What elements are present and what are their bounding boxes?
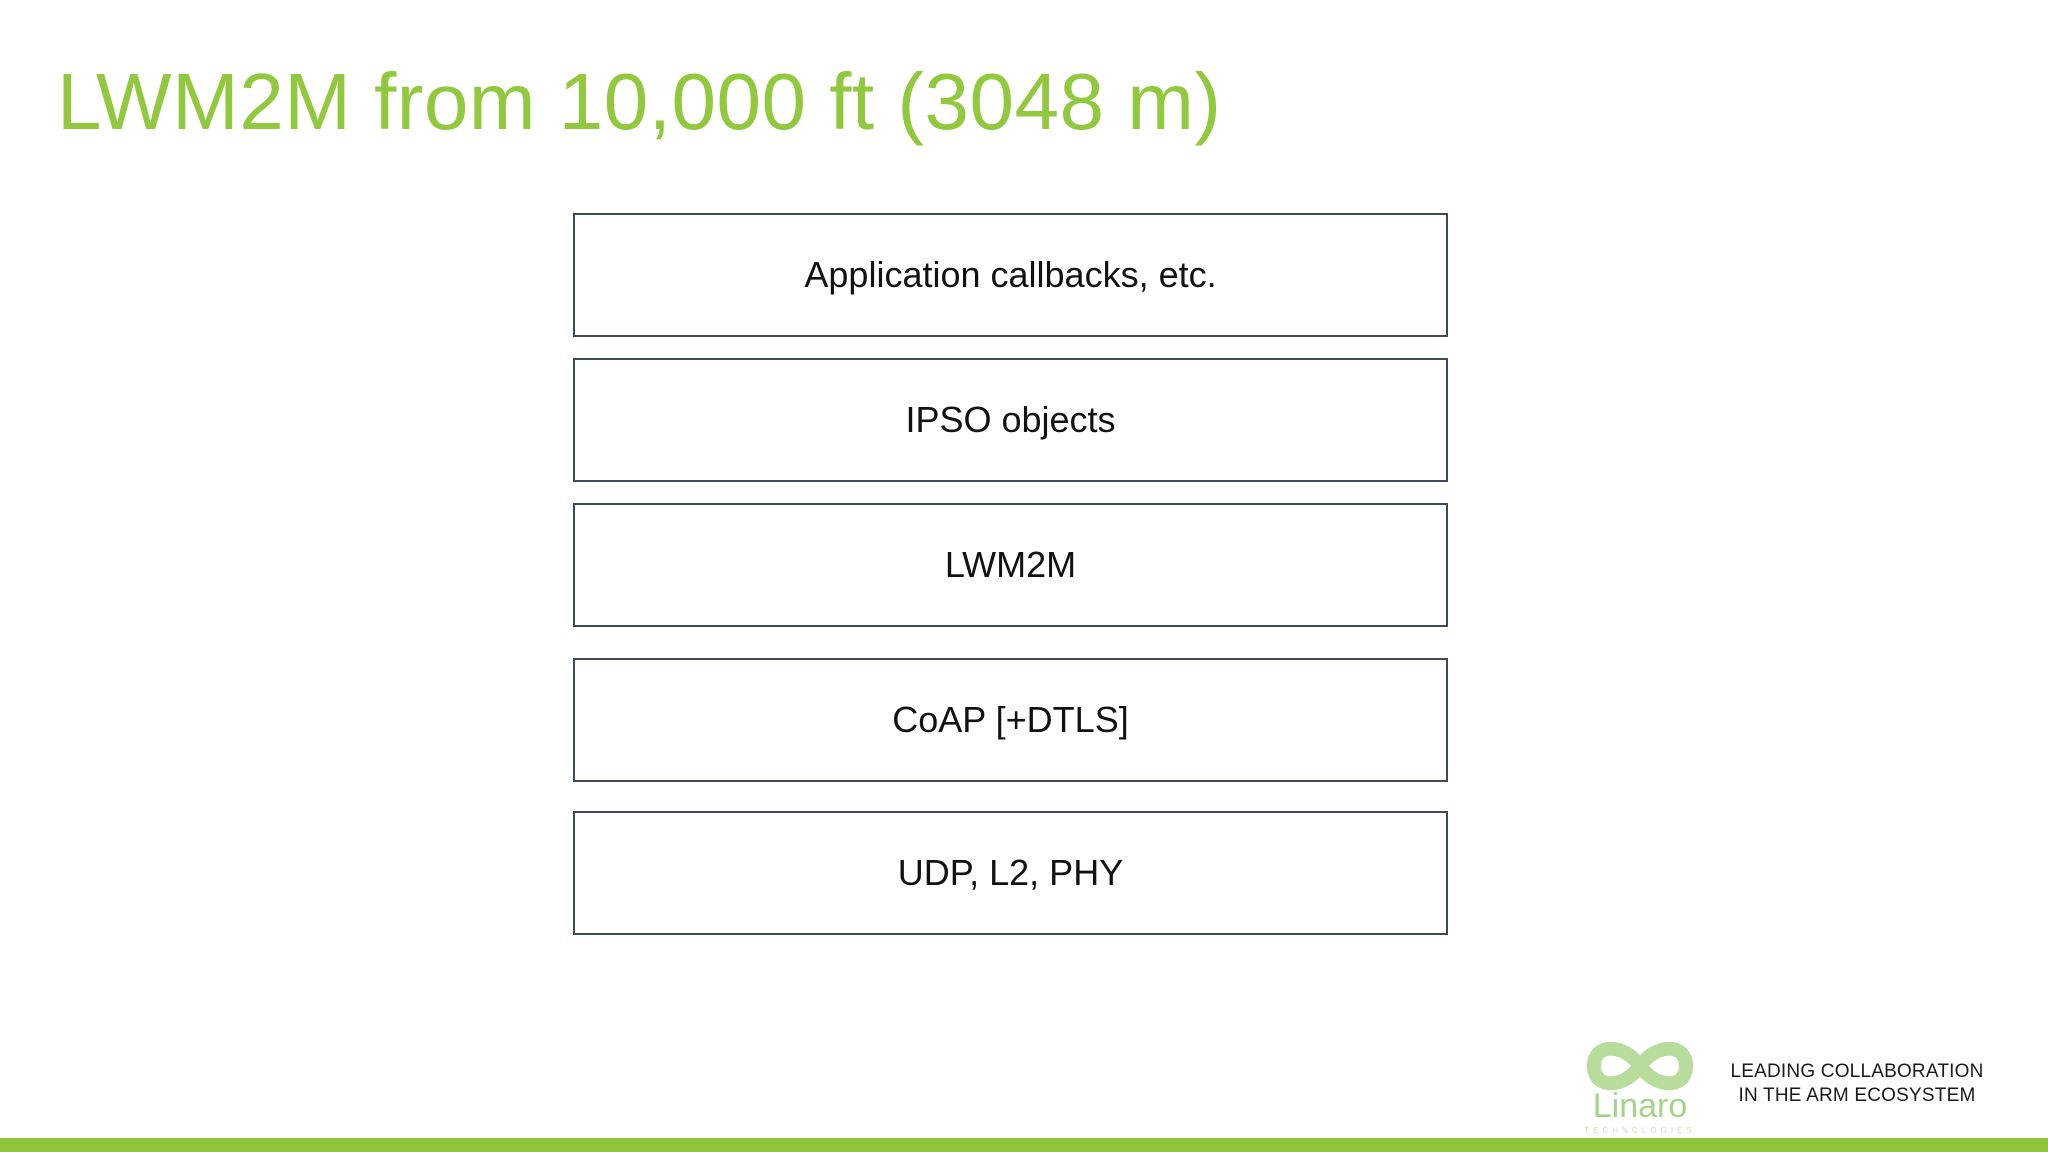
bottom-accent-bar — [0, 1138, 2048, 1152]
layer-label: Application callbacks, etc. — [804, 254, 1217, 295]
tagline-line-1: LEADING COLLABORATION — [1730, 1061, 1984, 1082]
layer-box-coap: CoAP [+DTLS] — [573, 658, 1448, 782]
layer-label: CoAP [+DTLS] — [892, 699, 1129, 740]
logo-subtext: TECHNOLOGIES — [1584, 1126, 1696, 1135]
footer-tagline: LEADING COLLABORATION IN THE ARM ECOSYST… — [1722, 1060, 1992, 1108]
protocol-stack-diagram: Application callbacks, etc. IPSO objects… — [573, 213, 1448, 935]
infinity-icon — [1587, 1041, 1693, 1091]
layer-box-ipso: IPSO objects — [573, 358, 1448, 482]
slide-title: LWM2M from 10,000 ft (3048 m) — [57, 57, 1222, 146]
layer-label: UDP, L2, PHY — [897, 852, 1124, 893]
layer-box-transport: UDP, L2, PHY — [573, 811, 1448, 935]
layer-box-application: Application callbacks, etc. — [573, 213, 1448, 337]
tagline-line-2: IN THE ARM ECOSYSTEM — [1738, 1085, 1976, 1106]
layer-box-lwm2m: LWM2M — [573, 503, 1448, 627]
layer-label: IPSO objects — [905, 399, 1116, 440]
linaro-logo: Linaro TECHNOLOGIES — [1580, 1036, 1700, 1138]
layer-label: LWM2M — [944, 544, 1077, 585]
logo-wordmark: Linaro — [1592, 1087, 1688, 1125]
